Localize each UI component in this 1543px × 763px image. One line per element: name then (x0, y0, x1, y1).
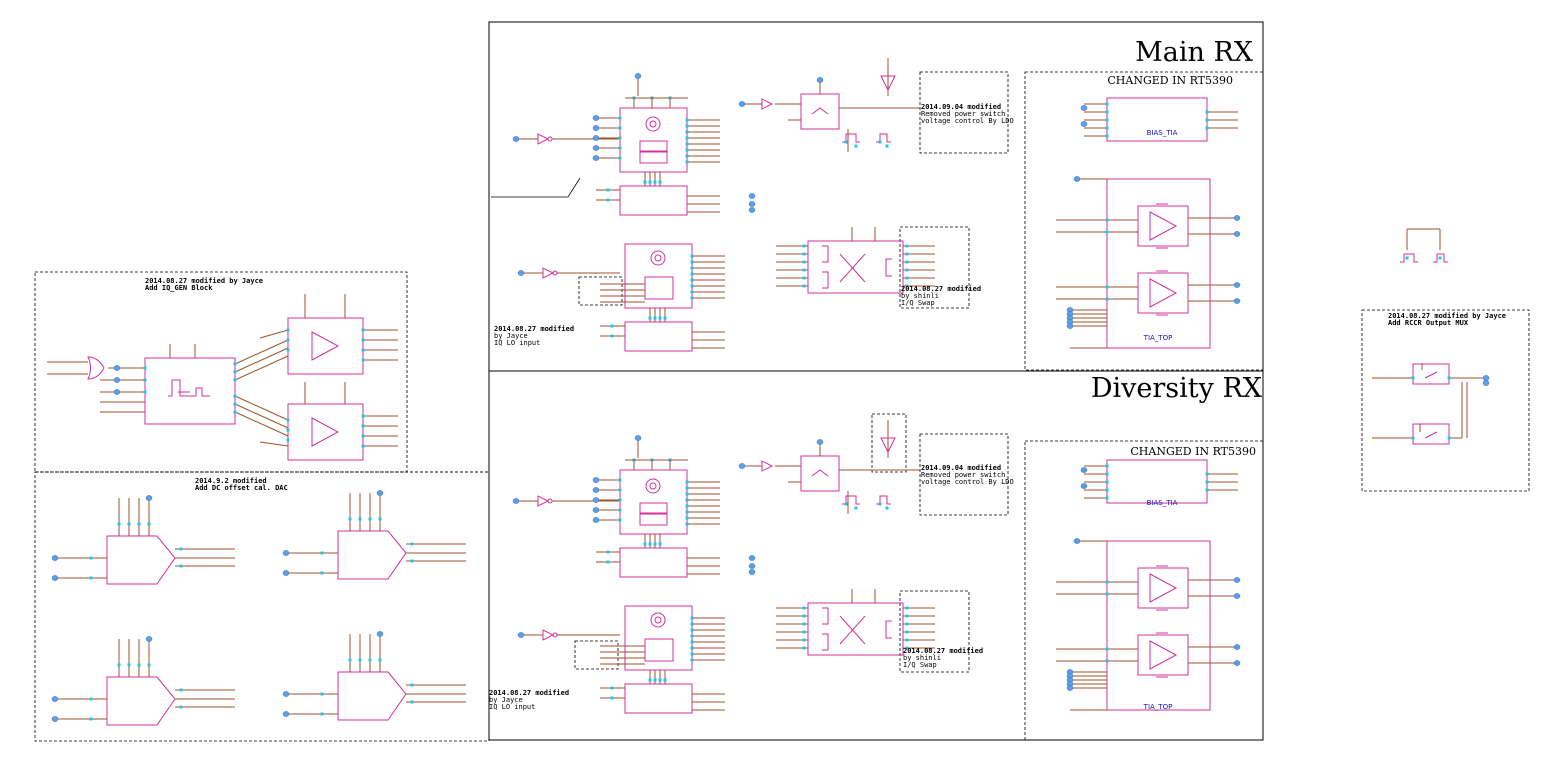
changed-header-main: CHANGED IN RT5390 (1107, 74, 1233, 87)
note-rccr-2: Add RCCR Output MUX (1388, 319, 1469, 327)
note-lo-div-3: IQ LO input (489, 703, 535, 711)
note-ldo-main-1: 2014.09.04 modified (921, 103, 1001, 111)
note-lo-div-1: 2014.08.27 modified (489, 689, 569, 697)
tia-top-label-div: TIA_TOP (1143, 703, 1173, 711)
note-iq-gen-2: Add IQ_GEN Block (145, 284, 213, 292)
note-iqswap-div-2: by shinli (903, 654, 941, 662)
note-iqswap-main-3: I/Q Swap (901, 299, 935, 307)
note-iqswap-div-3: I/Q Swap (903, 661, 937, 669)
main-rx-title: Main RX (1135, 37, 1254, 68)
note-ldo-div-2: Removed power switch (921, 471, 1005, 479)
iq-gen-schematic (47, 294, 398, 461)
note-lo-main-1: 2014.08.27 modified (494, 325, 574, 333)
note-lo-main-2: by Jayce (494, 332, 528, 340)
main-frame (488, 21, 1264, 741)
dashed-boxes (34, 71, 1530, 742)
bias-tia-label-div: BIAS_TIA (1147, 499, 1178, 507)
note-lo-main-3: IQ LO input (494, 339, 540, 347)
note-iqswap-div-1: 2014.08.27 modified (903, 647, 983, 655)
note-iqswap-main-2: by shinli (901, 292, 939, 300)
note-ldo-main-2: Removed power switch (921, 110, 1005, 118)
diversity-rx-title: Diversity RX (1091, 373, 1263, 404)
note-ldo-div-1: 2014.09.04 modified (921, 464, 1001, 472)
main-rx-schematic (491, 58, 1241, 352)
tia-top-label-main: TIA_TOP (1143, 334, 1173, 342)
note-ldo-main-3: voltage control By LDO (921, 117, 1014, 125)
note-dc-offset-1: 2014.9.2 modified (195, 477, 267, 485)
bias-tia-label-main: BIAS_TIA (1147, 129, 1178, 137)
rccr-mux-schematic (1372, 228, 1490, 445)
note-iq-gen-1: 2014.08.27 modified by Jayce (145, 277, 263, 285)
note-dc-offset-2: Add DC offset cal. DAC (195, 484, 288, 492)
note-lo-div-2: by Jayce (489, 696, 523, 704)
note-ldo-div-3: voltage control By LDO (921, 478, 1014, 486)
diversity-rx-schematic (512, 420, 1241, 714)
changed-header-div: CHANGED IN RT5390 (1130, 445, 1256, 458)
note-iqswap-main-1: 2014.08.27 modified (901, 285, 981, 293)
note-rccr-1: 2014.08.27 modified by Jayce (1388, 312, 1506, 320)
dac-schematic (51, 490, 466, 726)
